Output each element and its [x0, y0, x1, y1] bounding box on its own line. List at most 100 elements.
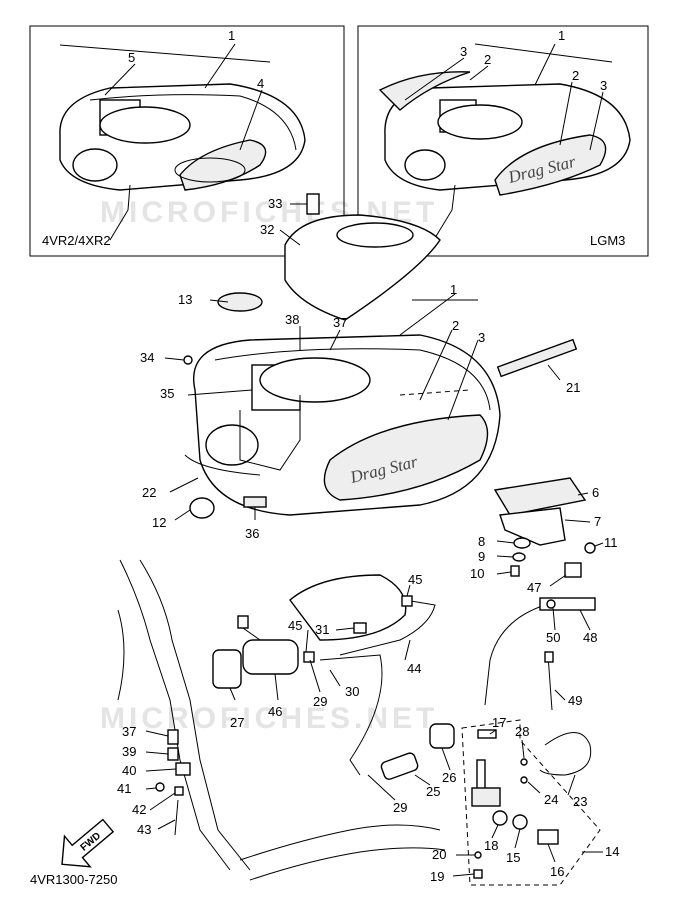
fuel-tank-opening [259, 357, 371, 403]
callout-46: 46 [268, 704, 282, 719]
inset-right-leader-2b [559, 81, 573, 146]
inset-left-hose [109, 184, 131, 241]
tank-cover-group: 33 32 [260, 193, 441, 321]
leader-37a [329, 329, 341, 351]
callout-inset-left-5: 5 [128, 50, 135, 65]
cock-26 [429, 723, 455, 749]
fwd-arrow: FWD [61, 818, 115, 868]
clip-34 [183, 355, 193, 365]
fuel-cable [484, 604, 546, 706]
callout-24: 24 [544, 792, 558, 807]
callout-13: 13 [178, 292, 192, 307]
hose-23 [539, 732, 592, 776]
callout-39: 39 [122, 744, 136, 759]
leader-19 [452, 873, 475, 877]
frame-outline-3 [117, 609, 125, 701]
leader-37b [145, 730, 169, 737]
leader-46 [274, 673, 279, 701]
cover-16 [537, 829, 559, 845]
leader-17 [489, 729, 497, 735]
knee-recess [205, 424, 259, 466]
clamp-31 [353, 622, 367, 634]
fwd-arrow-icon [61, 818, 115, 868]
inset-right-leader-3a [404, 57, 465, 101]
callout-29a: 29 [313, 694, 327, 709]
callout-31: 31 [315, 622, 329, 637]
callout-18: 18 [484, 838, 498, 853]
callout-30: 30 [345, 684, 359, 699]
inset-left-emblem [179, 139, 267, 191]
leader-24 [527, 781, 541, 794]
frame-outline-1 [119, 559, 231, 871]
joint-39 [167, 747, 179, 761]
leader-44 [404, 639, 411, 661]
callout-38: 38 [285, 312, 299, 327]
tank-stripe-outline [399, 389, 471, 396]
leader-47 [549, 574, 567, 587]
callout-25: 25 [426, 784, 440, 799]
cable-group: 50 48 49 [484, 597, 597, 711]
leader-21 [547, 364, 561, 381]
leader-35 [187, 389, 253, 396]
callout-35: 35 [160, 386, 174, 401]
leader-1b [399, 293, 456, 336]
callout-1: 1 [450, 282, 457, 297]
callout-47: 47 [527, 580, 541, 595]
callout-9: 9 [478, 549, 485, 564]
leader-27 [229, 687, 236, 701]
leader-31 [335, 627, 355, 631]
callout-44: 44 [407, 661, 421, 676]
leader-30 [329, 669, 341, 687]
callout-11: 11 [604, 535, 618, 550]
diagram-code: 4VR1300-7250 [30, 872, 117, 887]
inset-right: Drag Star 1 3 2 2 3 LGM3 [357, 25, 649, 257]
hose-22 [184, 454, 261, 476]
callout-3: 3 [478, 330, 485, 345]
callout-15: 15 [506, 850, 520, 865]
callout-37a: 37 [333, 315, 347, 330]
inset-left-leader-4 [239, 89, 263, 151]
callout-20: 20 [432, 847, 446, 862]
callout-36: 36 [245, 526, 259, 541]
fuel-cap-13 [217, 292, 263, 312]
clamp-47 [564, 562, 582, 578]
callout-41: 41 [117, 781, 131, 796]
frame-group [117, 559, 446, 881]
callout-42: 42 [132, 802, 146, 817]
clip-24 [520, 776, 528, 784]
callout-40: 40 [122, 763, 136, 778]
leader-29b [367, 774, 396, 801]
fuel-filter-25 [380, 752, 419, 780]
callout-43: 43 [137, 822, 151, 837]
callout-37b: 37 [122, 724, 136, 739]
callout-16: 16 [550, 864, 564, 879]
clip-42 [174, 786, 184, 796]
callout-34: 34 [140, 350, 154, 365]
clamp-40 [175, 762, 191, 776]
inset-left: 1 5 4 4VR2/4XR2 [29, 25, 345, 257]
grommet-50 [546, 599, 556, 609]
leader-50 [552, 607, 556, 631]
hose-37b [167, 729, 179, 745]
callout-7: 7 [594, 514, 601, 529]
cock-stem [476, 759, 486, 791]
callout-2: 2 [452, 318, 459, 333]
leader-2 [419, 329, 453, 401]
callout-26: 26 [442, 770, 456, 785]
screw-19 [473, 869, 483, 879]
o-ring-18 [492, 810, 508, 826]
pump-group: 27 46 29 30 45 31 44 45 29 25 26 37 39 4… [117, 572, 456, 837]
clip-28 [520, 758, 528, 766]
leader-7 [564, 519, 591, 523]
washer-20 [474, 851, 482, 859]
collar-8 [513, 537, 531, 549]
callout-22: 22 [142, 485, 156, 500]
leader-6 [577, 492, 589, 496]
callout-inset-left-4: 4 [257, 76, 264, 91]
bracket-group: 6 7 8 9 10 11 47 [470, 477, 618, 595]
bolt-33 [306, 193, 320, 215]
leader-25 [414, 774, 431, 786]
hose-43 [174, 799, 179, 836]
leader-12 [174, 509, 191, 521]
